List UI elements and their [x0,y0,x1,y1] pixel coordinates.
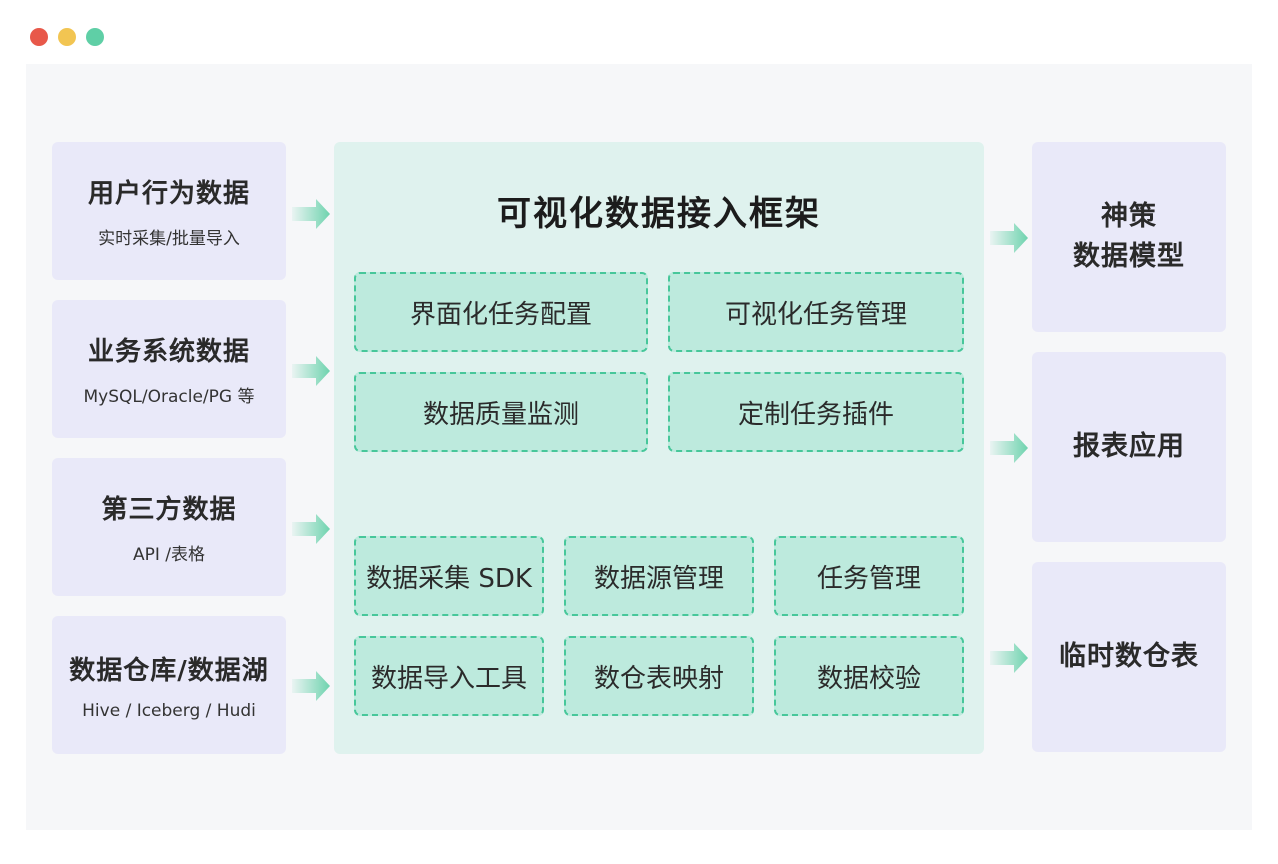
framework-title: 可视化数据接入框架 [497,194,821,234]
arrow-right-icon [292,356,330,386]
module-custom-task-plugin: 定制任务插件 [668,372,964,452]
module-warehouse-table-mapping: 数仓表映射 [564,636,754,716]
output-report-application: 报表应用 [1032,352,1226,542]
output-sensors-data-model: 神策 数据模型 [1032,142,1226,332]
source-warehouse-lake: 数据仓库/数据湖 Hive / Iceberg / Hudi [52,616,286,754]
output-label: 临时数仓表 [1059,641,1199,672]
module-task-management: 任务管理 [774,536,964,616]
source-subtitle: Hive / Iceberg / Hudi [82,700,256,721]
arrow-right-icon [292,514,330,544]
arrow-right-icon [292,671,330,701]
arrow-right-icon [990,643,1028,673]
module-datasource-management: 数据源管理 [564,536,754,616]
source-user-behavior: 用户行为数据 实时采集/批量导入 [52,142,286,280]
output-label: 报表应用 [1073,431,1185,462]
arrow-right-icon [990,223,1028,253]
window-minimize-button[interactable] [58,28,76,46]
framework-panel: 可视化数据接入框架 界面化任务配置 可视化任务管理 数据质量监测 定制任务插件 … [334,142,984,754]
source-title: 用户行为数据 [87,179,250,209]
module-data-quality-monitor: 数据质量监测 [354,372,648,452]
window-maximize-button[interactable] [86,28,104,46]
window-close-button[interactable] [30,28,48,46]
source-subtitle: MySQL/Oracle/PG 等 [83,387,255,407]
arrow-right-icon [292,199,330,229]
arrow-right-icon [990,433,1028,463]
module-visual-task-management: 可视化任务管理 [668,272,964,352]
source-title: 数据仓库/数据湖 [69,655,269,686]
output-label-line2: 数据模型 [1073,241,1185,272]
source-business-system: 业务系统数据 MySQL/Oracle/PG 等 [52,300,286,438]
source-subtitle: API /表格 [132,545,206,565]
module-data-validation: 数据校验 [774,636,964,716]
source-subtitle: 实时采集/批量导入 [98,229,240,249]
output-temp-warehouse-table: 临时数仓表 [1032,562,1226,752]
output-label-line1: 神策 [1101,201,1157,232]
source-title: 第三方数据 [101,495,237,525]
source-third-party: 第三方数据 API /表格 [52,458,286,596]
module-import-tool: 数据导入工具 [354,636,544,716]
module-collection-sdk: 数据采集 SDK [354,536,544,616]
module-ui-task-config: 界面化任务配置 [354,272,648,352]
source-title: 业务系统数据 [87,337,250,367]
